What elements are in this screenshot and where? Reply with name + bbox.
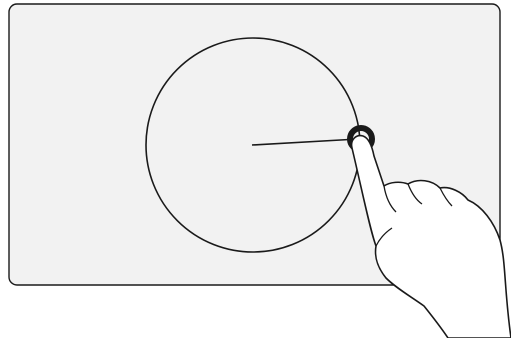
diagram-canvas <box>0 0 511 338</box>
gesture-diagram <box>0 0 511 338</box>
